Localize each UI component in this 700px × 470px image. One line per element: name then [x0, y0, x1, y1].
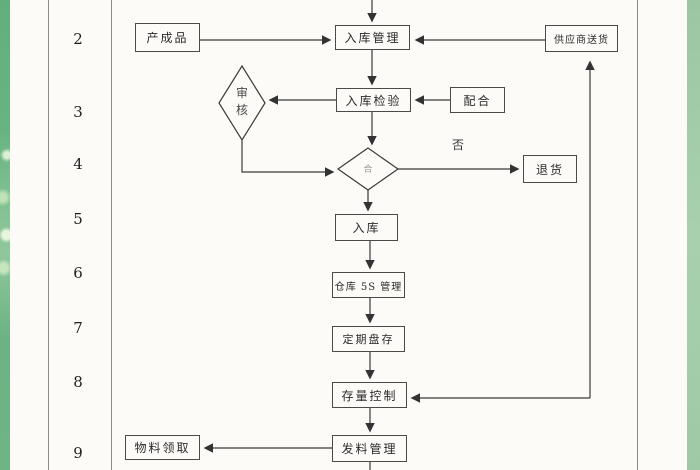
node-qualified-label: 合: [363, 165, 373, 175]
row-number-4: 4: [73, 155, 83, 173]
node-warehouse-5s: 仓库 5S 管理: [332, 272, 405, 298]
node-periodic-inventory: 定期盘存: [332, 326, 405, 352]
row-number-7: 7: [73, 319, 83, 337]
row-number-9: 9: [73, 444, 83, 462]
review-diamond-shape: [218, 64, 266, 142]
node-entry-management: 入库管理: [335, 25, 410, 50]
left-green-photo-strip: [0, 0, 10, 470]
row-number-5: 5: [73, 210, 83, 228]
node-supplier-delivery: 供应商送货: [545, 25, 618, 52]
row-number-3: 3: [73, 103, 83, 121]
qualified-decision-diamond-shape: [336, 147, 400, 191]
node-return-goods: 退货: [523, 155, 577, 183]
row-number-2: 2: [73, 30, 83, 48]
node-finished-goods: 产成品: [135, 23, 200, 52]
table-rule-inner: [111, 0, 112, 470]
table-rule-right: [637, 0, 638, 470]
node-review-label: 审核: [235, 86, 248, 117]
right-green-photo-strip: [687, 0, 700, 470]
edge-label-no: 否: [452, 138, 465, 152]
row-number-8: 8: [73, 373, 83, 391]
row-number-6: 6: [73, 264, 83, 282]
node-entry-inspection: 入库检验: [336, 88, 411, 112]
node-cooperate: 配合: [450, 87, 505, 113]
node-stock-control: 存量控制: [332, 382, 407, 408]
node-warehouse-in: 入库: [335, 214, 398, 241]
node-material-issue: 发料管理: [332, 435, 407, 462]
edge-review-to-decision: [241, 140, 335, 177]
node-material-pickup: 物料领取: [125, 435, 200, 460]
table-rule-left: [48, 0, 49, 470]
